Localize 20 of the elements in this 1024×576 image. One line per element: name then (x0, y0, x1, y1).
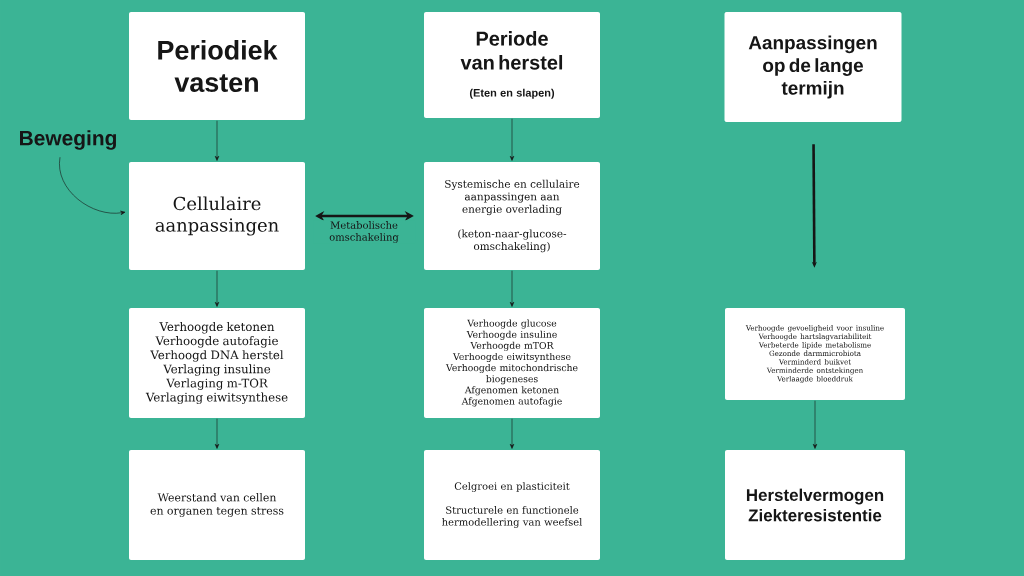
arrow (214, 270, 220, 307)
arrow (509, 118, 515, 161)
heading-box: Periode van herstel (Eten en slapen) (424, 12, 600, 118)
result-box: Weerstand van cellen en organen tegen stress (129, 450, 305, 560)
heading-box: Aanpassingen op de lange termijn (724, 12, 902, 122)
result-box: Celgroei en plasticiteit Structurele en functionele hermodellering van weefsel (424, 450, 600, 560)
arrow (509, 270, 515, 307)
arrow (509, 418, 515, 449)
arrow (59, 156, 126, 215)
side-label: Beweging (20, 130, 116, 150)
process-box: Systemische en cellulaire aanpassingen aan energie overlading (keton-naar-glucose-omschakeling) (424, 162, 600, 270)
arrow (214, 418, 220, 449)
edge-label: Metabolische omschakeling (313, 220, 415, 244)
list-box: Verhoogde ketonen Verhoogde autofagie Verhoogd DNA herstel Verlaging insuline Verlaging m-TOR Verlaging eiwitsynthese (129, 308, 305, 418)
result-box: Herstelvermogen Ziekteresistentie (725, 450, 905, 560)
arrow (812, 400, 818, 449)
heading-box: Periodiek vasten (129, 12, 305, 120)
list-box: Verhoogde glucose Verhoogde insuline Verhoogde mTOR Verhoogde eiwitsynthese Verhoogde mitochondrische biogeneses Afgenomen ketonen Afgenomen autofagie (424, 308, 600, 418)
process-box: Cellulaire aanpassingen (129, 162, 305, 270)
arrow (214, 120, 220, 161)
